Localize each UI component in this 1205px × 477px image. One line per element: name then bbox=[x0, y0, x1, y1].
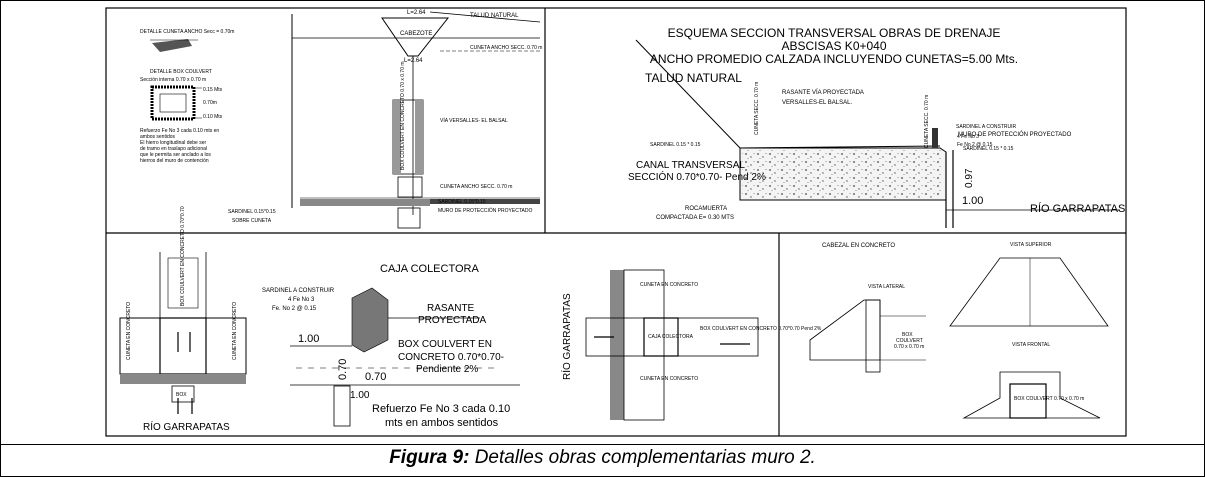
panel-details: DETALLE CUNETA ANCHO Secc = 0.70m DETALL… bbox=[140, 29, 234, 164]
caja-dim-070b: 0.70 bbox=[365, 371, 386, 383]
plan2-hatch bbox=[120, 374, 246, 384]
detail-note-3: El hierro longitudinal debe ser bbox=[140, 140, 206, 146]
section-dim-100: 1.00 bbox=[962, 195, 983, 207]
section-roca-2: COMPACTADA E= 0.30 MTS bbox=[656, 215, 734, 221]
caja-box-2: CONCRETO 0.70*0.70- bbox=[398, 352, 504, 363]
detail-note-4: de tramo en traslapo adicional bbox=[140, 146, 207, 152]
engineering-drawing-sheet: DETALLE CUNETA ANCHO Secc = 0.70m DETALL… bbox=[105, 7, 1127, 437]
plan-talud: TALUD NATURAL bbox=[470, 13, 519, 19]
section-sardinel-left: SARDINEL 0.15 * 0.15 bbox=[650, 142, 701, 148]
panel-caja: CAJA COLECTORA SARDINEL A CONSTRUIR 4 Fe… bbox=[262, 263, 520, 429]
detail-cuneta-title: DETALLE CUNETA ANCHO Secc = 0.70m bbox=[140, 29, 234, 35]
detail-box-section: Sección interna 0.70 x 0.70 m bbox=[140, 77, 206, 83]
panel-section: ESQUEMA SECCION TRANSVERSAL OBRAS DE DRE… bbox=[628, 26, 1125, 228]
figure-caption-text: Detalles obras complementarias muro 2. bbox=[469, 447, 816, 468]
section-talud: TALUD NATURAL bbox=[645, 71, 742, 85]
detail-note-1: Refuerzo Fe No 3 cada 0.10 mts en bbox=[140, 128, 219, 134]
section-rio: RÍO GARRAPATAS bbox=[1030, 202, 1125, 215]
caja-dim-100b: 1.00 bbox=[350, 390, 370, 401]
caja-title: CAJA COLECTORA bbox=[380, 263, 479, 275]
cabezal-box-1: BOX bbox=[902, 332, 913, 338]
section-rasante-1: RASANTE VÍA PROYECTADA bbox=[782, 89, 864, 96]
cuneta-detail-sketch bbox=[150, 39, 198, 52]
boxplan-rio: RÍO GARRAPATAS bbox=[560, 293, 573, 380]
plan-cuneta-top: CUNETA ANCHO SECC. 0.70 m bbox=[470, 45, 542, 51]
plan-via: VÍA VERSALLES- EL BALSAL bbox=[440, 117, 508, 124]
plan-sobre-cuneta: SOBRE CUNETA bbox=[232, 218, 272, 224]
boxplan-cuneta-bottom: CUNETA EN CONCRETO bbox=[640, 376, 698, 382]
plan2-rio: RÍO GARRAPATAS bbox=[143, 420, 230, 433]
section-gravel-fill bbox=[742, 150, 942, 198]
plan-l-bottom: L=2.64 bbox=[404, 58, 423, 64]
caja-box-1: BOX COULVERT EN bbox=[398, 339, 492, 350]
caja-box-3: Pendiente 2% bbox=[416, 364, 478, 375]
caja-wall-hatch bbox=[351, 287, 389, 353]
section-sardinel-right: SARDINEL 0.15 * 0.15 bbox=[963, 146, 1014, 152]
plan2-cuneta-right: CUNETA EN CONCRETO bbox=[232, 302, 238, 360]
plan-sardinel-right: SARDINEL 0.15*0.15 bbox=[438, 199, 486, 205]
detail-dim-070: 0.70m bbox=[203, 100, 217, 106]
plan-sardinel-left: SARDINEL 0.15*0.15 bbox=[228, 209, 276, 215]
cabezal-title: CABEZAL EN CONCRETO bbox=[822, 243, 895, 249]
section-cuneta-left: CUNETA SECC. 0.70 m bbox=[754, 82, 760, 135]
section-sardinel-construir: SARDINEL A CONSTRUIR bbox=[956, 124, 1016, 130]
section-muro-label: MURO DE PROTECCIÓN PROYECTADO bbox=[958, 131, 1072, 138]
section-title-3: ANCHO PROMEDIO CALZADA INCLUYENDO CUNETA… bbox=[650, 52, 1018, 66]
caja-fe4: 4 Fe No 3 bbox=[288, 297, 315, 303]
detail-note-6: hierros del muro de contención bbox=[140, 158, 209, 164]
plan2-cuneta-left: CUNETA EN CONCRETO bbox=[126, 302, 132, 360]
cabezal-box-front: BOX COULVERT 0.70 x 0.70 m bbox=[1014, 396, 1084, 402]
section-dim-097: 0.97 bbox=[964, 168, 975, 188]
boxplan-wall-hatch bbox=[610, 270, 624, 420]
section-fe-no2: Fe No 2 @ 0.15 bbox=[957, 142, 993, 148]
cabezal-box-2: COULVERT bbox=[896, 338, 923, 344]
figure-label: Figura 9: bbox=[389, 447, 470, 468]
boxplan-box: BOX COULVERT EN CONCRETO 0.70*0.70 Pend … bbox=[700, 326, 822, 332]
detail-dim-010: 0.10 Mts bbox=[203, 114, 223, 120]
detail-box-title: DETALLE BOX COULVERT bbox=[150, 69, 212, 75]
section-title-1: ESQUEMA SECCION TRANSVERSAL OBRAS DE DRE… bbox=[668, 26, 1001, 40]
panel-box-plan: RÍO GARRAPATAS CUNETA EN CONCRETO BOX CO… bbox=[560, 269, 822, 421]
section-fe-no3: 4 Fe No 3 bbox=[957, 134, 979, 140]
cabezal-box-3: 0.70 x 0.70 m bbox=[894, 344, 924, 350]
detail-note-5: que le permita ser anclado a los bbox=[140, 152, 211, 158]
cabezal-vista-frontal: VISTA FRONTAL bbox=[1012, 342, 1050, 348]
plan2-box-small: BOX bbox=[176, 392, 187, 398]
section-canal-1: CANAL TRANSVERSAL bbox=[636, 160, 745, 171]
section-roca-1: ROCAMUERTA bbox=[685, 206, 727, 212]
section-rasante-2: VERSALLES-EL BALSAL. bbox=[782, 100, 852, 106]
plan-muro: MURO DE PROTECCIÓN PROYECTADO bbox=[438, 207, 532, 214]
plan2-box-label: BOX COULVERT EN CONCRETO 0.70*0.70 bbox=[180, 206, 186, 306]
box-section-sketch bbox=[150, 85, 202, 121]
plan-cabezote: CABEZOTE bbox=[400, 31, 432, 37]
figure-caption: Figura 9: Detalles obras complementarias… bbox=[0, 447, 1205, 469]
caja-ref-1: Refuerzo Fe No 3 cada 0.10 bbox=[372, 403, 510, 415]
panel-cabezal: CABEZAL EN CONCRETO VISTA LATERAL BOX CO… bbox=[809, 242, 1109, 419]
detail-dim-015: 0.15 Mts bbox=[203, 87, 223, 93]
plan-cuneta-bottom: CUNETA ANCHO SECC. 0.70 m bbox=[440, 184, 512, 190]
section-cuneta-right: CUNETA SECC. 0.70 m bbox=[924, 95, 930, 148]
section-title-2: ABSCISAS K0+040 bbox=[781, 39, 886, 53]
cabezal-vista-lateral: VISTA LATERAL bbox=[868, 284, 905, 290]
caja-ref-2: mts en ambos sentidos bbox=[385, 417, 499, 429]
plan-l-top: L=2.64 bbox=[407, 10, 426, 16]
boxplan-caja: CAJA COLECTORA bbox=[648, 334, 694, 340]
panel-plan: L=2.64 CABEZOTE L=2.64 TALUD NATURAL CUN… bbox=[228, 10, 542, 229]
cabezal-vista-superior: VISTA SUPERIOR bbox=[1010, 242, 1052, 248]
caja-fe2: Fe. No 2 @ 0.15 bbox=[272, 306, 317, 312]
detail-note-2: ambos sentidos bbox=[140, 134, 176, 140]
plan-box-vertical: BOX COULVERT EN CONCRETO 0.70 x 0.70 m bbox=[400, 61, 406, 170]
section-canal-2: SECCIÓN 0.70*0.70- Pend 2% bbox=[628, 170, 766, 183]
boxplan-cuneta-top: CUNETA EN CONCRETO bbox=[640, 282, 698, 288]
caption-divider bbox=[0, 444, 1205, 445]
caja-dim-070a: 0.70 bbox=[337, 359, 349, 380]
caja-sardinel: SARDINEL A CONSTRUIR bbox=[262, 288, 335, 294]
panel-plan2: BOX COULVERT EN CONCRETO 0.70*0.70 CUNET… bbox=[119, 206, 247, 433]
plan-sidewalk-hatch bbox=[300, 199, 430, 206]
caja-rasante-1: RASANTE bbox=[427, 303, 475, 314]
caja-rasante-2: PROYECTADA bbox=[418, 315, 486, 326]
caja-dim-100a: 1.00 bbox=[298, 333, 319, 345]
